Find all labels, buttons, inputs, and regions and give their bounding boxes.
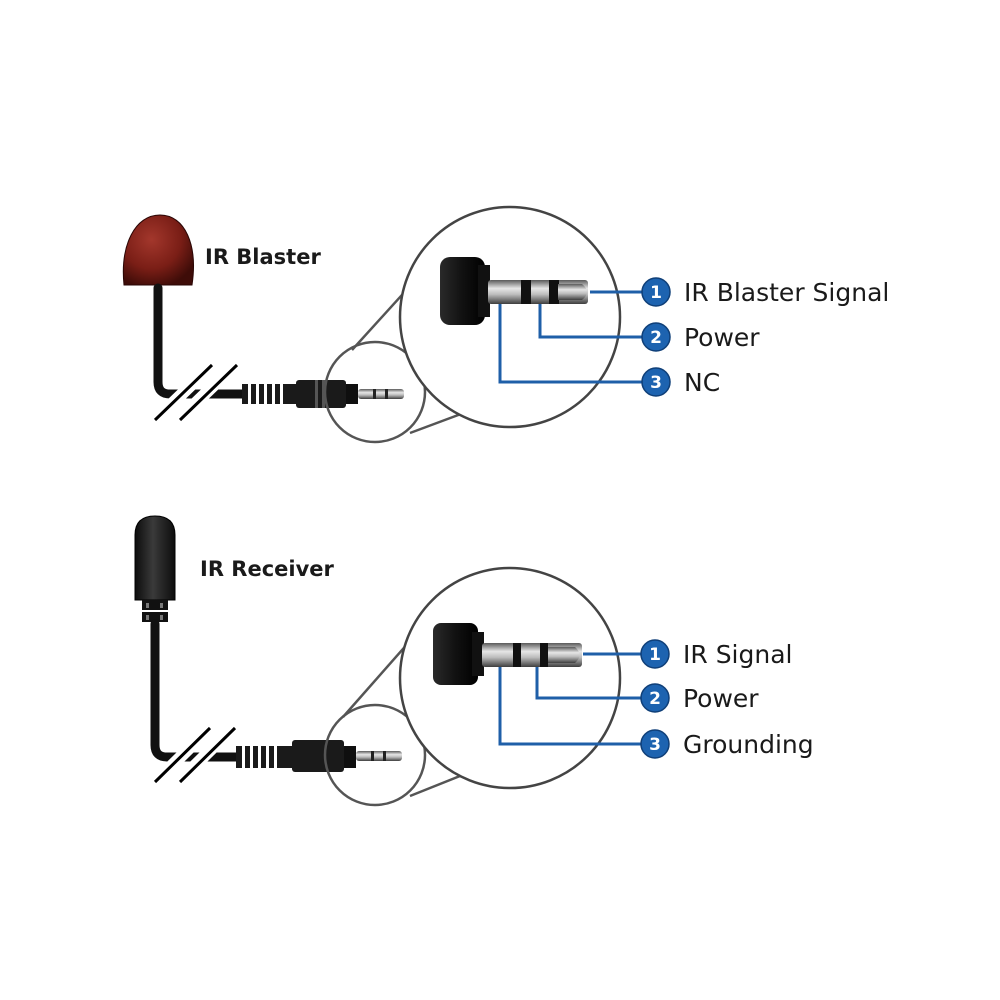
pin-2-leader [538,304,642,339]
pin-1-label: IR Signal [683,640,793,669]
pin-3-label: NC [684,368,720,397]
pin-2-label: Power [684,323,760,352]
cable-break-icon [150,723,238,787]
pin-2-badge: 2 [641,322,671,352]
cable-break-icon [150,360,240,425]
pin-1-label: IR Blaster Signal [684,278,889,307]
device-label-receiver: IR Receiver [200,557,335,581]
pin-3-label: Grounding [683,730,814,759]
zoom-detail-circle [398,566,622,790]
pin-3-leader [498,667,641,746]
pin-2-number: 2 [649,689,661,709]
pin-1-number: 1 [650,283,662,303]
receiver-plug-icon [236,740,402,772]
pin-3-badge: 3 [641,367,671,397]
ir-blaster-head-icon [122,214,194,286]
device-label-blaster: IR Blaster [205,245,321,269]
receiver-cable [150,619,305,762]
receiver-jack-detail-icon [433,623,582,685]
pin-2-label: Power [683,684,759,713]
pin-3-number: 3 [650,373,662,393]
blaster-cable [153,283,305,399]
pin-2-number: 2 [650,328,662,348]
pin-3-badge: 3 [640,729,670,759]
zoom-detail-circle [398,205,622,429]
pin-2-badge: 2 [640,683,670,713]
pin-2-leader [535,667,641,700]
receiver-section: 1 IR Signal 2 Power 3 Grounding IR Recei… [134,515,814,807]
blaster-section: 1 IR Blaster Signal 2 Power 3 NC IR Blas… [122,205,889,444]
pin-3-number: 3 [649,735,661,755]
zoom-source-circle [323,340,427,444]
pin-1-badge: 1 [641,277,671,307]
pin-1-number: 1 [649,645,661,665]
blaster-jack-detail-icon [440,257,588,325]
blaster-plug-icon [242,380,404,408]
ir-receiver-head-icon [134,515,176,601]
zoom-source-circle [323,703,427,807]
pin-3-leader [498,304,642,384]
pin-1-badge: 1 [640,639,670,669]
